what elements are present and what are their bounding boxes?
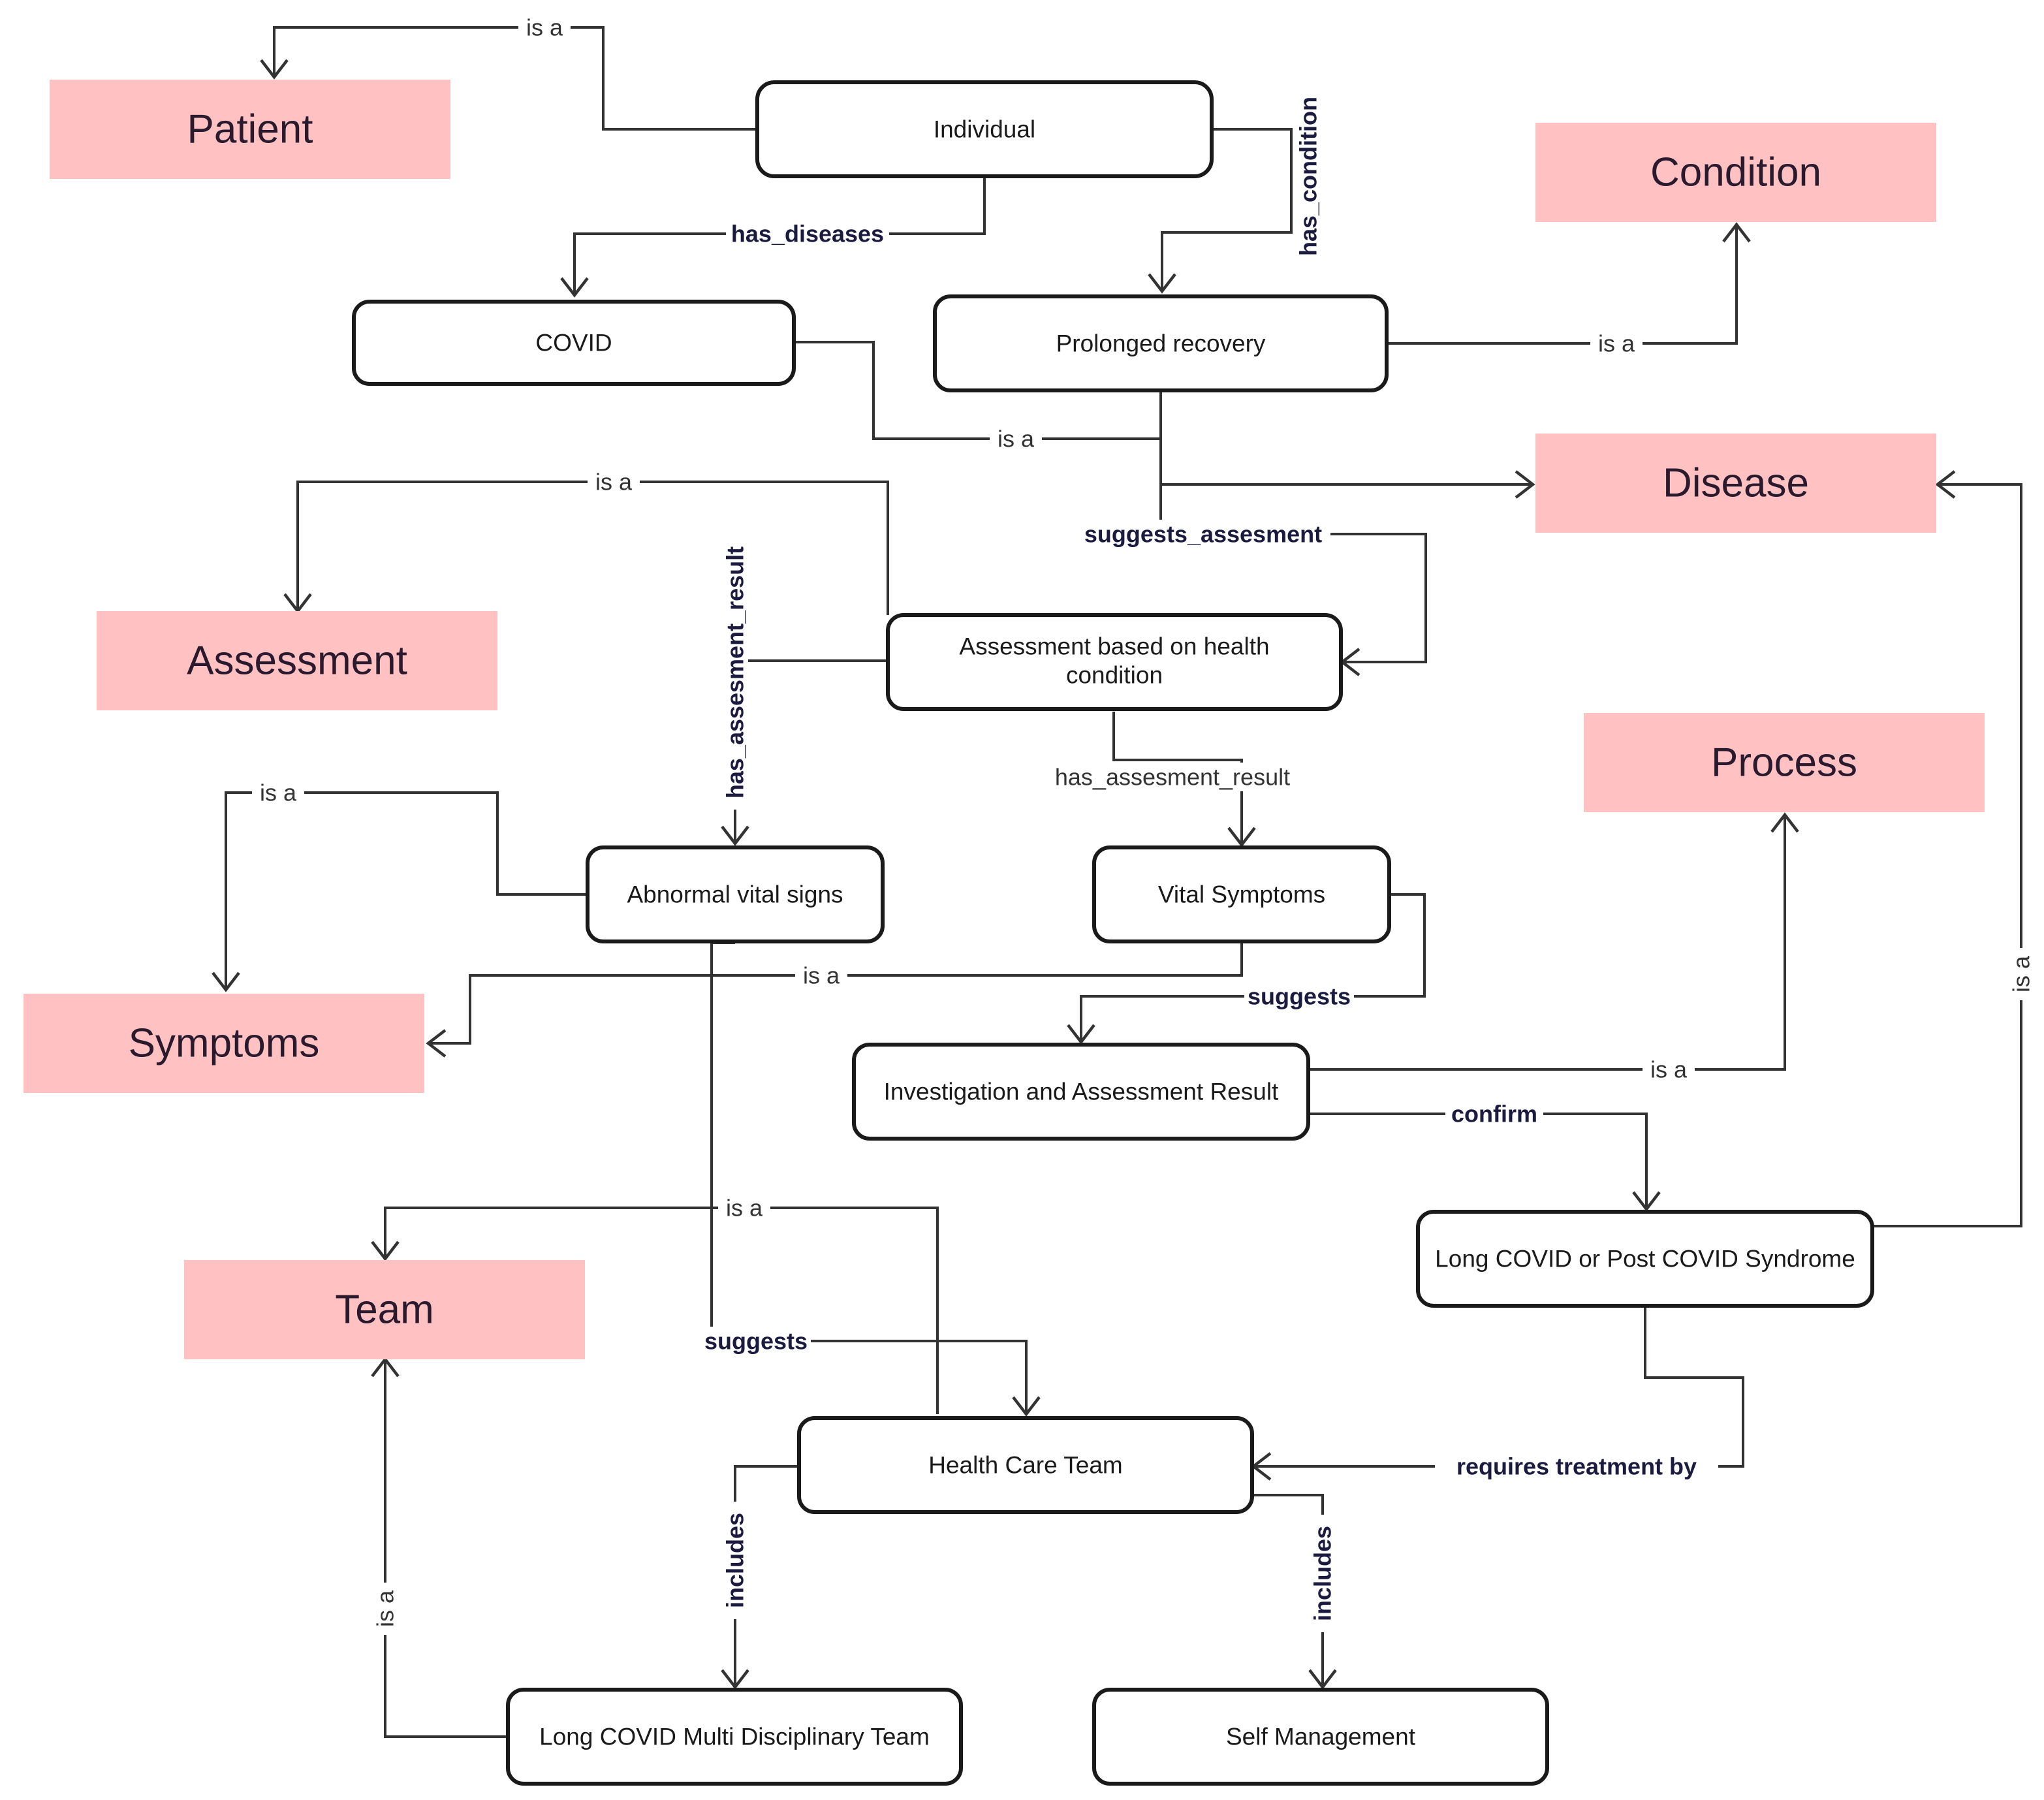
node-label-assessment-based-1: Assessment based on health	[959, 633, 1269, 660]
edge-prolonged-condition	[1388, 225, 1738, 345]
label-abnormal-suggests: suggests	[704, 1328, 808, 1355]
node-label-abnormal-vital-signs: Abnormal vital signs	[627, 881, 843, 908]
label-assessment-is-a: is a	[595, 469, 633, 496]
label-investigation-is-a-process: is a	[1650, 1056, 1688, 1083]
label-abnormal-is-a-symptoms: is a	[260, 780, 297, 806]
node-label-covid: COVID	[535, 330, 612, 356]
arrowhead-prolonged	[1148, 273, 1176, 294]
node-label-long-covid-syndrome: Long COVID or Post COVID Syndrome	[1435, 1246, 1855, 1272]
edge-prolonged-assessment	[1159, 392, 1427, 663]
arrowheads	[212, 59, 1956, 1690]
class-label-condition: Condition	[1650, 150, 1821, 195]
class-label-disease: Disease	[1663, 461, 1809, 506]
arrowhead-condition	[1722, 222, 1751, 243]
class-node-condition: Condition	[1535, 123, 1936, 222]
label-has-condition: has_condition	[1295, 97, 1322, 256]
node-investigation-result: Investigation and Assessment Result	[852, 1043, 1310, 1141]
label-suggests-assessment: suggests_assesment	[1084, 521, 1322, 548]
node-long-covid-syndrome: Long COVID or Post COVID Syndrome	[1416, 1210, 1874, 1308]
class-label-patient: Patient	[187, 107, 313, 152]
node-label-prolonged-recovery: Prolonged recovery	[1056, 330, 1266, 357]
node-abnormal-vital-signs: Abnormal vital signs	[586, 845, 885, 943]
class-node-process: Process	[1584, 713, 1985, 812]
class-label-team: Team	[335, 1287, 434, 1333]
label-confirm: confirm	[1451, 1101, 1537, 1128]
arrowhead-symptoms-top	[212, 971, 240, 992]
label-prolonged-is-a-condition: is a	[1598, 330, 1635, 357]
edge-longcovid-healthteam	[1253, 1306, 1744, 1468]
edge-vital-investigation	[1080, 893, 1426, 1042]
arrowhead-covid	[560, 277, 589, 298]
class-node-disease: Disease	[1535, 434, 1936, 533]
edge-individual-prolonged	[1161, 128, 1293, 291]
edge-assessment-abnormal	[734, 659, 888, 844]
edge-abnormal-symptoms	[225, 791, 588, 990]
label-has-diseases: has_diseases	[731, 221, 884, 247]
node-covid: COVID	[352, 300, 796, 386]
arrowhead-longcovid	[1632, 1191, 1661, 1212]
arrowhead-patient	[260, 59, 289, 80]
label-longcovid-is-a-disease: is a	[2008, 955, 2035, 992]
edge-assessment-vital	[1112, 712, 1243, 845]
node-label-individual: Individual	[934, 116, 1035, 143]
edge-investigation-process	[1310, 815, 1786, 1071]
label-includes-self: includes	[1310, 1526, 1336, 1621]
arrowhead-team-top	[371, 1240, 400, 1261]
node-self-management: Self Management	[1092, 1688, 1549, 1786]
node-label-multi-disciplinary-team: Long COVID Multi Disciplinary Team	[539, 1724, 930, 1750]
label-vital-is-a-symptoms: is a	[803, 962, 840, 989]
class-node-team: Team	[184, 1260, 585, 1359]
node-label-assessment-based-2: condition	[1066, 662, 1163, 689]
edge-healthteam-team	[384, 1207, 939, 1414]
node-vital-symptoms: Vital Symptoms	[1092, 845, 1391, 943]
arrowhead-vital	[1227, 827, 1256, 847]
edge-longcovid-disease	[1874, 483, 2022, 1227]
class-label-process: Process	[1711, 740, 1857, 785]
class-node-patient: Patient	[50, 80, 450, 179]
edge-investigation-longcovid	[1310, 1113, 1648, 1209]
arrowhead-process	[1770, 812, 1799, 833]
edge-assessment-class	[296, 481, 889, 615]
node-label-health-care-team: Health Care Team	[928, 1452, 1123, 1479]
edge-individual-patient	[273, 26, 756, 131]
node-health-care-team: Health Care Team	[797, 1416, 1254, 1514]
label-has-result-vital: has_assesment_result	[1055, 764, 1290, 791]
class-label-assessment: Assessment	[187, 639, 407, 684]
label-mdt-is-a-team: is a	[372, 1590, 399, 1627]
arrowhead-self	[1308, 1669, 1337, 1690]
arrowhead-abnormal	[721, 825, 749, 846]
arrowhead-mdt	[721, 1669, 749, 1690]
node-label-investigation-result: Investigation and Assessment Result	[884, 1079, 1279, 1105]
edge-labels: is a has_diseases has_condition is a is …	[252, 13, 2035, 1635]
node-individual: Individual	[755, 80, 1214, 178]
node-label-self-management: Self Management	[1226, 1724, 1416, 1750]
label-requires-treatment: requires treatment by	[1456, 1453, 1697, 1480]
class-node-symptoms: Symptoms	[24, 994, 424, 1093]
edge-vital-symptoms	[428, 943, 1243, 1045]
edge-mdt-team	[384, 1359, 507, 1738]
label-individual-is-a-patient: is a	[526, 14, 563, 41]
class-label-symptoms: Symptoms	[129, 1021, 320, 1066]
class-node-assessment: Assessment	[97, 611, 497, 710]
node-multi-disciplinary-team: Long COVID Multi Disciplinary Team	[506, 1688, 963, 1786]
arrowhead-symptoms-right	[426, 1029, 447, 1058]
arrowhead-disease-left	[1515, 470, 1535, 499]
arrowhead-healthteam-top	[1012, 1396, 1041, 1417]
arrowhead-disease-right	[1935, 470, 1956, 499]
label-has-result-abnormal: has_assesment_result	[722, 546, 749, 798]
arrowhead-investigation	[1067, 1024, 1095, 1045]
node-assessment-based: Assessment based on health condition	[886, 613, 1343, 711]
label-healthteam-is-a-team: is a	[726, 1195, 763, 1222]
node-label-vital-symptoms: Vital Symptoms	[1158, 881, 1325, 908]
label-vital-suggests: suggests	[1248, 983, 1351, 1010]
label-covid-is-a-disease: is a	[998, 426, 1035, 452]
node-prolonged-recovery: Prolonged recovery	[933, 294, 1389, 392]
label-includes-mdt: includes	[722, 1513, 749, 1608]
